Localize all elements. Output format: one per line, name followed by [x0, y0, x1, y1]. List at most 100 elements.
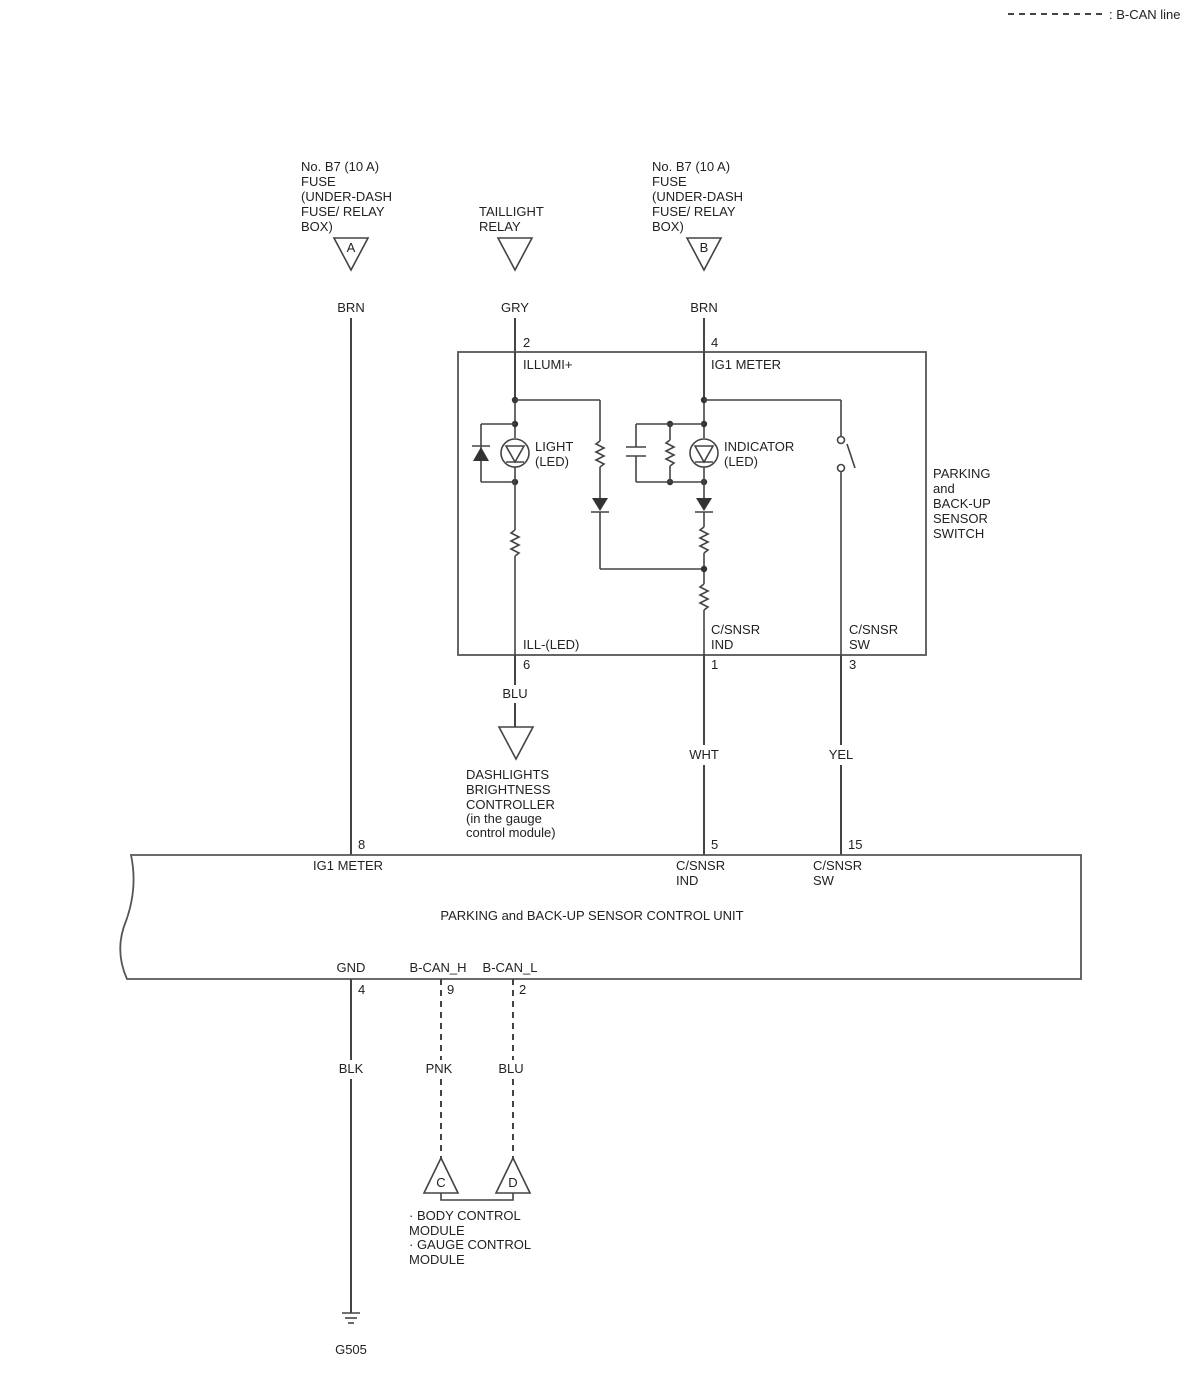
blu-wire-color: BLU	[502, 686, 527, 701]
can-target-2: MODULE	[409, 1223, 465, 1238]
switch-name-2: and	[933, 481, 955, 496]
bypass-diode-icon	[473, 447, 489, 461]
fuse-b-letter: B	[700, 240, 709, 255]
indicator-label-2: (LED)	[724, 454, 758, 469]
legend-text: : B-CAN line	[1109, 7, 1181, 22]
taillight-wire-color: GRY	[501, 300, 529, 315]
cu-pin-4-num: 4	[358, 982, 365, 997]
dashlights-label-4: (in the gauge	[466, 811, 542, 826]
switch-pin-2-name: ILLUMI+	[523, 357, 573, 372]
switch-contact-icon	[836, 435, 846, 445]
resistor-icon	[664, 439, 676, 467]
control-unit-title: PARKING and BACK-UP SENSOR CONTROL UNIT	[440, 908, 743, 923]
resistor-icon	[698, 526, 710, 554]
fuse-a-label-1: No. B7 (10 A)	[301, 159, 379, 174]
cu-pin-9-num: 9	[447, 982, 454, 997]
parking-sensor-switch: PARKING and BACK-UP SENSOR SWITCH 2 ILLU…	[457, 335, 991, 672]
switch-pin-1-num: 1	[711, 657, 718, 672]
diode-icon	[592, 498, 608, 511]
switch-pin-6-name: ILL-(LED)	[523, 637, 579, 652]
fuse-a-label-4: FUSE/ RELAY	[301, 204, 385, 219]
fuse-a-label-3: (UNDER-DASH	[301, 189, 392, 204]
switch-pin-1-name-1: C/SNSR	[711, 622, 760, 637]
cu-pin-8-num: 8	[358, 837, 365, 852]
indicator-label-1: INDICATOR	[724, 439, 794, 454]
light-led-arrow-icon	[504, 445, 526, 464]
light-label-1: LIGHT	[535, 439, 573, 454]
fuse-a-source: No. B7 (10 A) FUSE (UNDER-DASH FUSE/ REL…	[301, 159, 392, 315]
indicator-circuit: INDICATOR (LED)	[626, 352, 856, 655]
taillight-connector-icon	[496, 237, 534, 272]
fuse-a-label-5: BOX)	[301, 219, 333, 234]
cu-pin-15-name-2: SW	[813, 873, 835, 888]
fuse-b-label-5: BOX)	[652, 219, 684, 234]
switch-lever-icon	[846, 443, 856, 469]
resistor-icon	[698, 583, 710, 611]
resistor-icon	[594, 440, 606, 468]
connector-d-letter: D	[508, 1175, 517, 1190]
control-unit-box	[119, 854, 1082, 980]
fuse-a-wire-color: BRN	[337, 300, 364, 315]
illumination-circuit: LIGHT (LED)	[472, 352, 704, 655]
legend: : B-CAN line	[1008, 7, 1181, 22]
switch-name-3: BACK-UP	[933, 496, 991, 511]
ground-icon	[342, 1312, 360, 1324]
junction-dot	[700, 565, 708, 573]
switch-pin-4-name: IG1 METER	[711, 357, 781, 372]
dashlights-label-5: control module)	[466, 825, 556, 840]
can-target-bracket	[440, 1193, 514, 1201]
can-target-4: MODULE	[409, 1252, 465, 1267]
blu-can-wire-color: BLU	[498, 1061, 523, 1076]
cu-pin-15-name-1: C/SNSR	[813, 858, 862, 873]
switch-pin-3-name-1: C/SNSR	[849, 622, 898, 637]
control-unit: PARKING and BACK-UP SENSOR CONTROL UNIT …	[119, 837, 1082, 997]
wht-wire-color: WHT	[689, 747, 719, 762]
dashlights-label: DASHLIGHTS BRIGHTNESS CONTROLLER (in the…	[466, 767, 556, 840]
fuse-b-source: No. B7 (10 A) FUSE (UNDER-DASH FUSE/ REL…	[652, 159, 743, 315]
taillight-label-1: TAILLIGHT	[479, 204, 544, 219]
switch-pin-3-num: 3	[849, 657, 856, 672]
switch-box	[457, 351, 927, 656]
taillight-label-2: RELAY	[479, 219, 521, 234]
yel-wire-color: YEL	[829, 747, 854, 762]
taillight-relay-source: TAILLIGHT RELAY GRY	[479, 204, 544, 315]
cu-pin-5-num: 5	[711, 837, 718, 852]
cu-pin-2-num: 2	[519, 982, 526, 997]
fuse-b-label-2: FUSE	[652, 174, 687, 189]
dashlights-label-3: CONTROLLER	[466, 797, 555, 812]
fuse-b-connector-icon	[685, 237, 723, 272]
switch-pin-6-num: 6	[523, 657, 530, 672]
dashlights-label-1: DASHLIGHTS	[466, 767, 549, 782]
switch-pin-2-num: 2	[523, 335, 530, 350]
cu-pin-gnd-name: GND	[337, 960, 366, 975]
cu-pin-canh-name: B-CAN_H	[409, 960, 466, 975]
cu-pin-5-name-1: C/SNSR	[676, 858, 725, 873]
dashlights-label-2: BRIGHTNESS	[466, 782, 551, 797]
fuse-b-label-1: No. B7 (10 A)	[652, 159, 730, 174]
fuse-b-wire-color: BRN	[690, 300, 717, 315]
dashlights-connector-icon	[497, 726, 535, 761]
switch-name-1: PARKING	[933, 466, 991, 481]
ground-label: G505	[335, 1342, 367, 1357]
cu-pin-5-name-2: IND	[676, 873, 698, 888]
resistor-icon	[509, 529, 521, 557]
cu-pin-canl-name: B-CAN_L	[483, 960, 538, 975]
pnk-wire-color: PNK	[426, 1061, 453, 1076]
can-target-3: · GAUGE CONTROL	[409, 1237, 531, 1252]
switch-pin-1-name-2: IND	[711, 637, 733, 652]
blk-wire-color: BLK	[339, 1061, 364, 1076]
cu-pin-15-num: 15	[848, 837, 862, 852]
diode-icon	[696, 498, 712, 511]
fuse-a-connector-icon	[332, 237, 370, 272]
fuse-b-label-4: FUSE/ RELAY	[652, 204, 736, 219]
indicator-led-arrow-icon	[693, 445, 715, 464]
fuse-a-letter: A	[347, 240, 356, 255]
fuse-a-label-2: FUSE	[301, 174, 336, 189]
can-targets-label: · BODY CONTROL MODULE · GAUGE CONTROL MO…	[409, 1208, 531, 1267]
light-label-2: (LED)	[535, 454, 569, 469]
switch-pin-4-num: 4	[711, 335, 718, 350]
connector-c-letter: C	[436, 1175, 445, 1190]
cu-pin-8-name: IG1 METER	[313, 858, 383, 873]
switch-contact-icon	[836, 463, 846, 473]
